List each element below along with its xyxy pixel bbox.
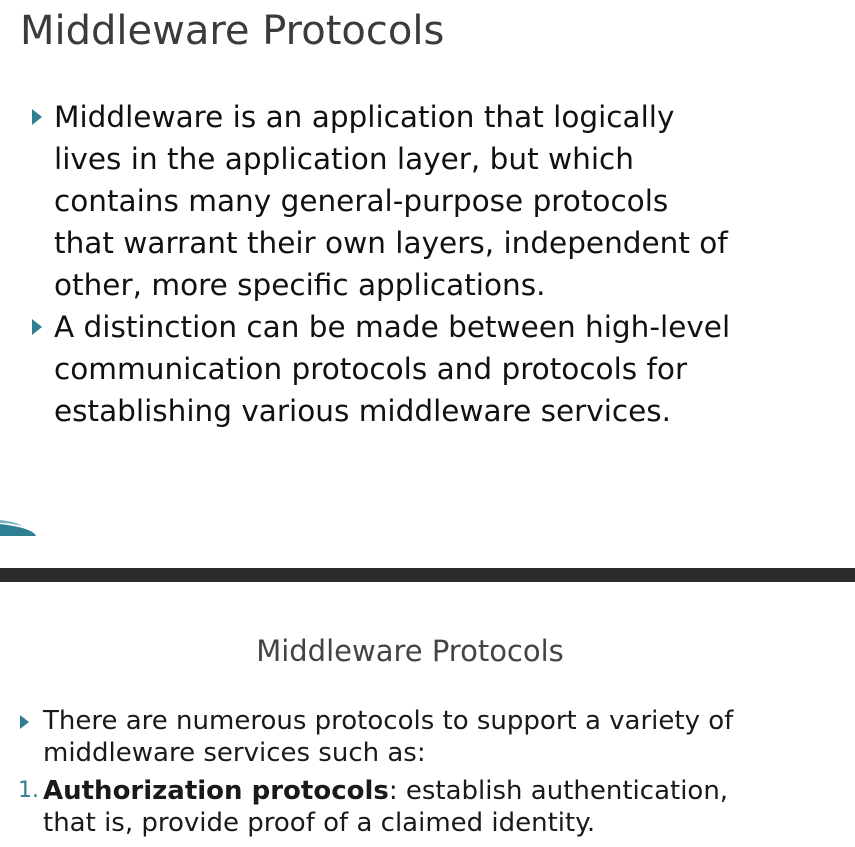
slide-title: Middleware Protocols [256,634,564,668]
triangle-right-icon [32,319,42,335]
bullet-item: A distinction can be made between high-l… [0,306,855,432]
bullet-line: that warrant their own layers, independe… [54,226,728,260]
triangle-right-icon [20,715,29,729]
bullet-list: Middleware is an application that logica… [0,96,855,432]
item-term: Authorization protocols [43,776,389,806]
bullet-item: Middleware is an application that logica… [0,96,855,306]
bullet-line: There are numerous protocols to support … [43,706,734,736]
bullet-line: establishing various middleware services… [54,394,672,428]
slide-title: Middleware Protocols [20,8,445,54]
bullet-line: contains many general-purpose protocols [54,184,669,218]
numbered-item: 1. Authorization protocols: establish au… [0,775,855,839]
bullet-line: lives in the application layer, but whic… [54,142,634,176]
slide-1: Middleware Protocols Middleware is an ap… [0,8,855,536]
corner-swoosh-decoration [0,520,36,536]
bullet-line: A distinction can be made between high-l… [54,310,731,344]
bullet-line: communication protocols and protocols fo… [54,352,688,386]
bullet-line: other, more specific applications. [54,268,546,302]
triangle-right-icon [32,109,42,125]
item-line: that is, provide proof of a claimed iden… [43,808,596,838]
slide-divider [0,568,855,582]
bullet-line: Middleware is an application that logica… [54,100,675,134]
content-list: There are numerous protocols to support … [0,705,855,839]
slide-2: Middleware Protocols There are numerous … [0,582,855,847]
bullet-line: middleware services such as: [43,738,426,768]
bullet-item: There are numerous protocols to support … [0,705,855,769]
item-line: Authorization protocols: establish authe… [43,775,845,807]
item-number: 1. [18,778,39,803]
item-definition: : establish authentication, [388,776,729,806]
